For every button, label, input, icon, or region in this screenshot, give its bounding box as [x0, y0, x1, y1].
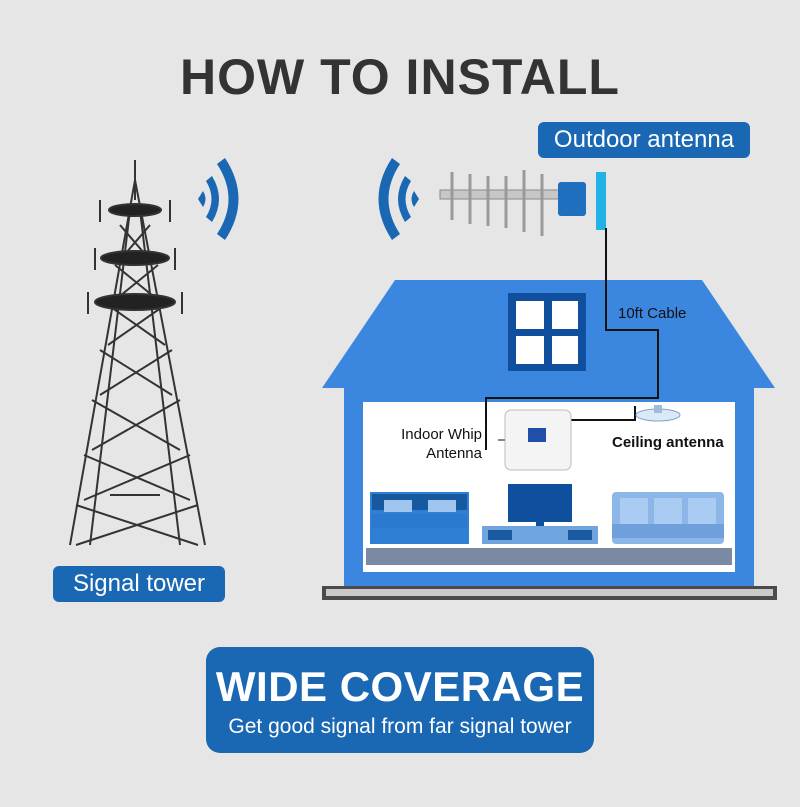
floor-strip — [366, 548, 732, 565]
bed-icon — [370, 492, 469, 544]
cable-label: 10ft Cable — [618, 305, 687, 322]
page-title: HOW TO INSTALL — [180, 49, 620, 105]
cable-line-ceiling — [568, 406, 636, 421]
banner-title: WIDE COVERAGE — [215, 663, 585, 710]
signal-tower-icon — [69, 160, 206, 546]
coverage-banner: WIDE COVERAGE Get good signal from far s… — [206, 647, 594, 753]
signal-booster-icon — [498, 409, 572, 471]
banner-subtitle: Get good signal from far signal tower — [228, 715, 572, 738]
sofa-icon — [612, 492, 724, 544]
tv-stand-icon — [482, 484, 598, 544]
indoor-whip-antenna-label: Indoor Whip Antenna — [401, 426, 482, 462]
outdoor-antenna-icon — [439, 170, 606, 236]
ceiling-antenna-label: Ceiling antenna — [612, 434, 724, 451]
signal-tower-label: Signal tower — [53, 566, 225, 602]
ceiling-antenna-icon — [635, 405, 681, 422]
cable-line — [485, 228, 659, 450]
outdoor-antenna-label: Outdoor antenna — [538, 122, 750, 158]
tower-signal-waves-icon — [198, 158, 239, 240]
antenna-signal-waves-icon — [378, 158, 419, 240]
